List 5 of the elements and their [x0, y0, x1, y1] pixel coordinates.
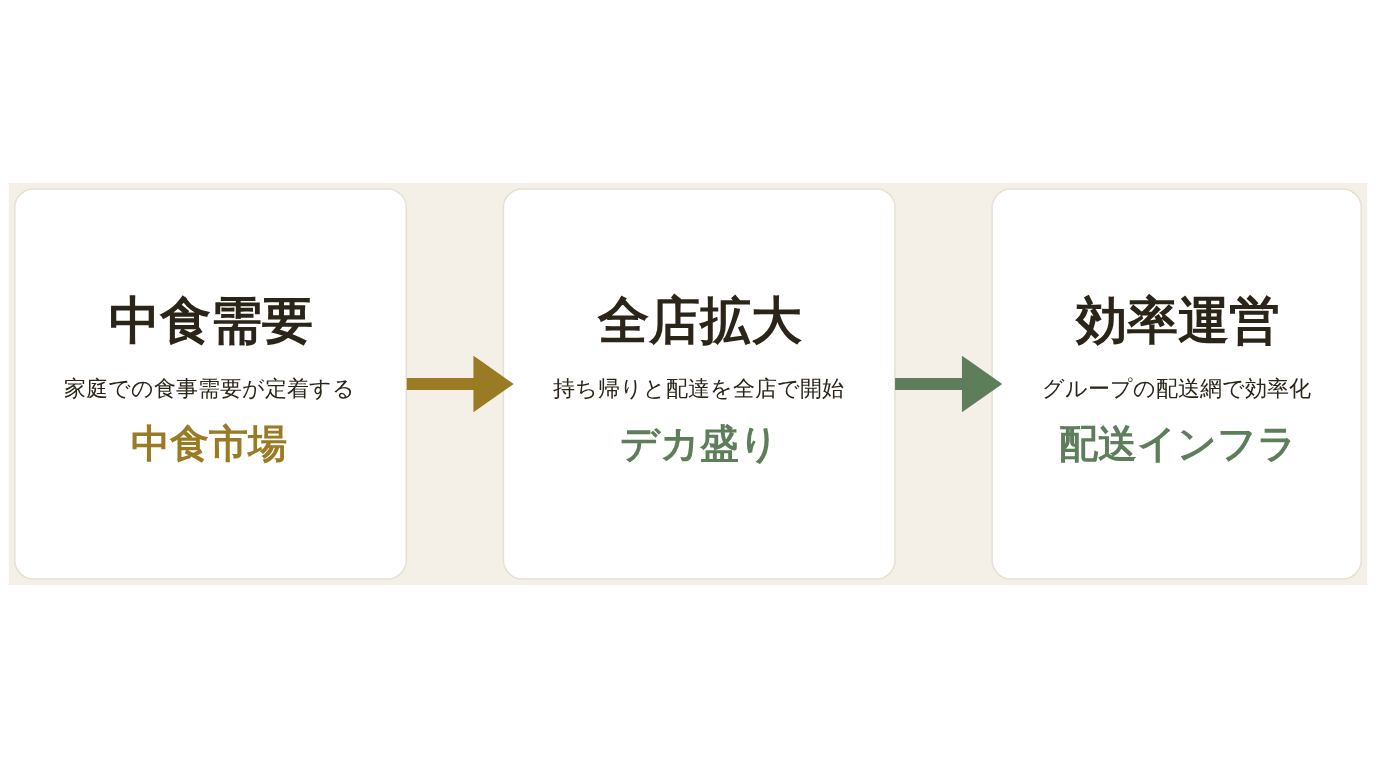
node-box: 効率運営 グループの配送網で効率化 配送インフラ [991, 188, 1362, 580]
arrow [406, 355, 514, 413]
node-box: 中食需要 家庭での食事需要が定着する 中食市場 [14, 188, 408, 580]
arrow [895, 355, 1003, 413]
node-box: 全店拡大 持ち帰りと配達を全店で開始 デカ盛り [502, 188, 896, 580]
